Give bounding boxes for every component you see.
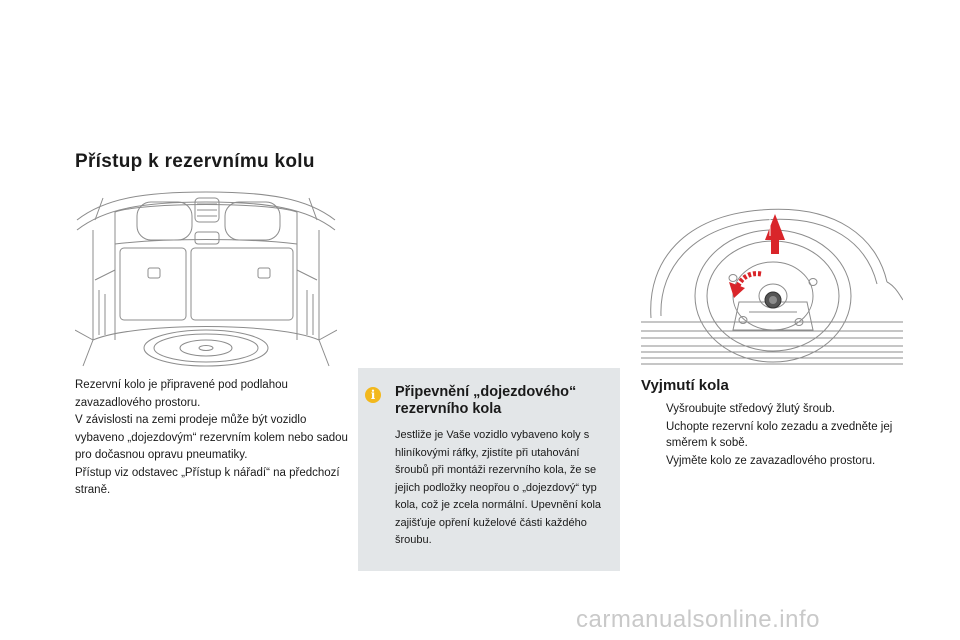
step-text: Vyjměte kolo ze zavazadlového prostoru. <box>666 454 876 467</box>
wheel-removal-steps: Vyšroubujte středový žlutý šroub. Uchopt… <box>641 401 906 470</box>
info-box-title: Připevnění „dojezdového“ rezervního kola <box>395 384 577 417</box>
watermark: carmanualsonline.info <box>576 606 820 633</box>
intro-paragraph: Rezervní kolo je připravené pod podlahou… <box>75 377 350 500</box>
info-icon: i <box>365 387 381 403</box>
step-text: Uchopte rezervní kolo zezadu a zvedněte … <box>666 420 893 450</box>
info-box: i Připevnění „dojezdového“ rezervního ko… <box>358 368 620 571</box>
wheel-removal-title: Vyjmutí kola <box>641 377 729 394</box>
list-item: Vyšroubujte středový žlutý šroub. <box>641 401 906 418</box>
step-text: Vyšroubujte středový žlutý šroub. <box>666 403 835 415</box>
spare-wheel-illustration <box>641 190 903 367</box>
intro-text: Rezervní kolo je připravené pod podlahou… <box>75 379 348 496</box>
trunk-illustration <box>75 190 337 367</box>
list-item: Uchopte rezervní kolo zezadu a zvedněte … <box>641 419 906 452</box>
info-box-text: Jestliže je Vaše vozidlo vybaveno koly s… <box>395 429 602 546</box>
list-item: Vyjměte kolo ze zavazadlového prostoru. <box>641 453 906 470</box>
page-title: Přístup k rezervnímu kolu <box>75 151 315 172</box>
